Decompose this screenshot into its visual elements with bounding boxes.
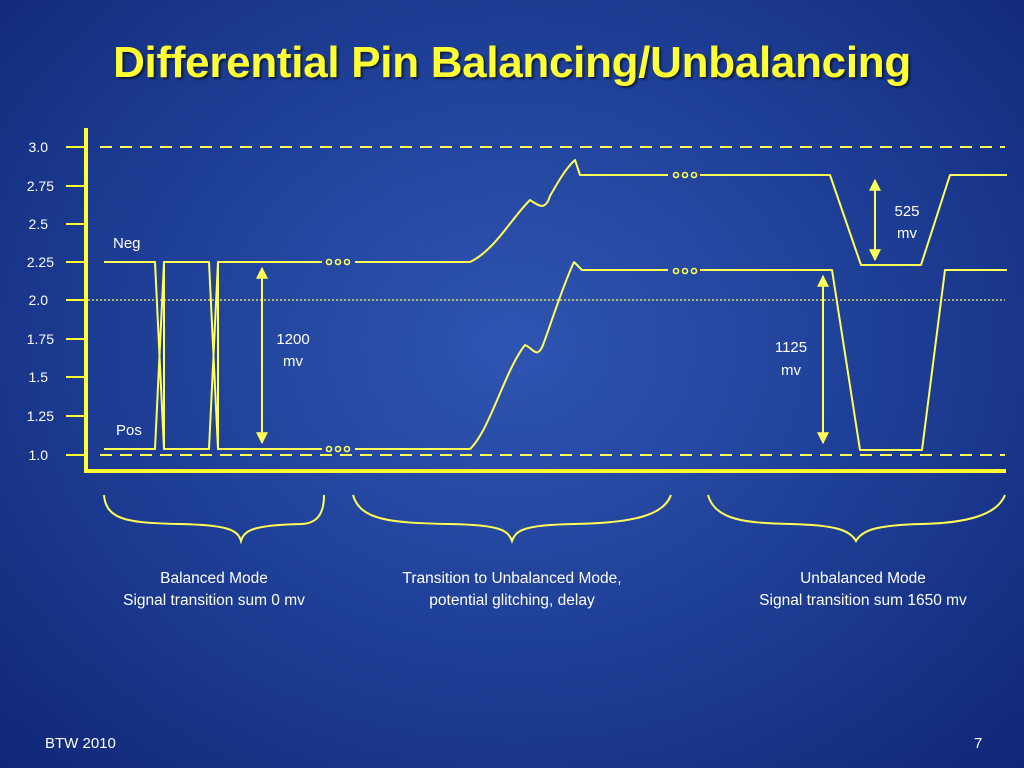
- page-number: 7: [974, 735, 983, 752]
- caption-unbalanced-mode: Unbalanced Mode Signal transition sum 16…: [713, 568, 1013, 612]
- measurement-525-value: 525: [894, 203, 919, 220]
- y-tick-label: 2.0: [29, 292, 49, 308]
- footer-left: BTW 2010: [45, 735, 116, 752]
- brace-transition: [352, 494, 672, 544]
- mode-braces: [103, 494, 1006, 545]
- brace-balanced: [103, 494, 325, 545]
- caption-line: Balanced Mode: [160, 570, 268, 587]
- y-tick-label: 2.75: [27, 178, 54, 194]
- pos-label: Pos: [116, 422, 142, 439]
- continuation-dots: [325, 171, 698, 453]
- caption-line: Transition to Unbalanced Mode,: [402, 570, 622, 587]
- slide-title: Differential Pin Balancing/Unbalancing: [113, 38, 911, 87]
- y-tick-label: 1.5: [29, 369, 49, 385]
- caption-balanced-mode: Balanced Mode Signal transition sum 0 mv: [94, 568, 334, 612]
- y-tick-marks: [66, 146, 86, 456]
- measurement-1125-value: 1125: [775, 339, 807, 356]
- caption-line: Signal transition sum 1650 mv: [759, 592, 967, 609]
- caption-line: potential glitching, delay: [429, 592, 595, 609]
- measurement-1125-unit: mv: [781, 362, 801, 379]
- y-tick-label: 1.0: [29, 447, 49, 463]
- caption-line: Unbalanced Mode: [800, 570, 926, 587]
- caption-line: Signal transition sum 0 mv: [123, 592, 305, 609]
- y-tick-label: 1.75: [27, 331, 54, 347]
- y-tick-label: 2.5: [29, 216, 49, 232]
- measurement-1200-unit: mv: [283, 353, 303, 370]
- caption-transition-mode: Transition to Unbalanced Mode, potential…: [352, 568, 672, 612]
- measurement-525-unit: mv: [897, 225, 917, 242]
- brace-unbalanced: [707, 494, 1006, 544]
- y-tick-label: 3.0: [29, 139, 49, 155]
- measurement-1200-value: 1200: [276, 331, 309, 348]
- neg-signal: [104, 159, 1007, 450]
- neg-label: Neg: [113, 235, 141, 252]
- pos-signal: [104, 261, 1007, 451]
- y-tick-label: 2.25: [27, 254, 54, 270]
- y-tick-label: 1.25: [27, 408, 54, 424]
